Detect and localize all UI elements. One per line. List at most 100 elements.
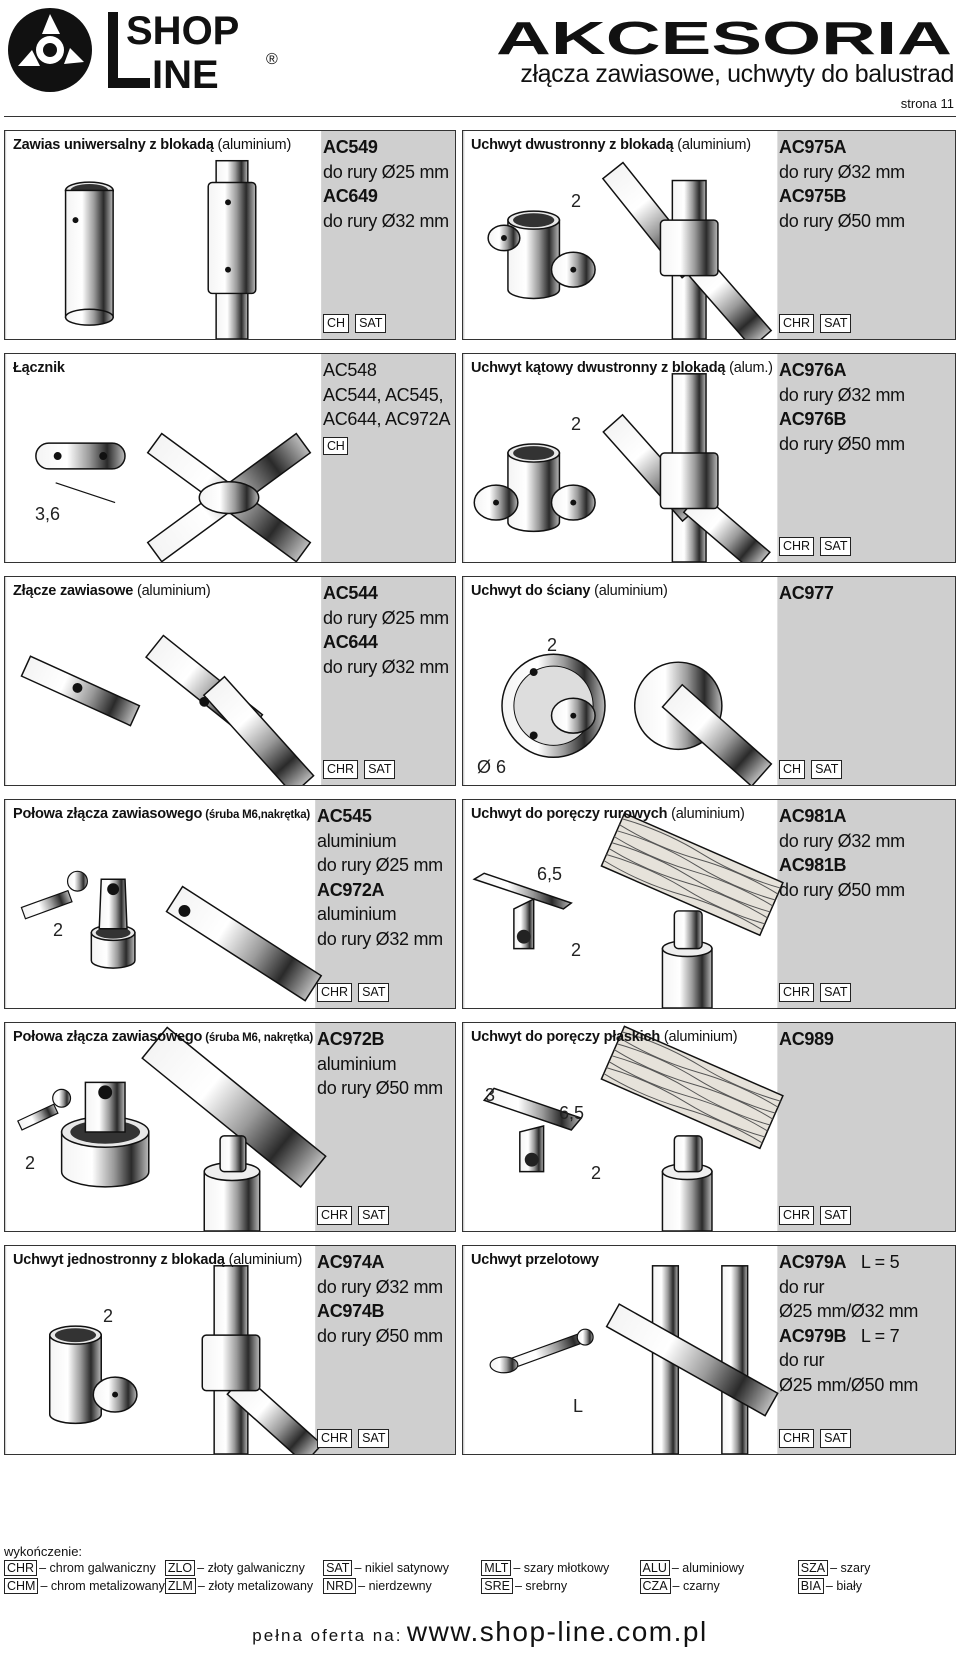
dimension-label: Ø 6 (477, 757, 507, 777)
product-code-line: AC649 (323, 186, 378, 206)
product-code-line: do rury Ø50 mm (779, 433, 905, 454)
panel-title-text: Uchwyt do poręczy rurowych (471, 806, 668, 822)
footer-url[interactable]: www.shop-line.com.pl (406, 1616, 708, 1647)
product-code-line: AC981A (779, 806, 847, 826)
dimension-label: 2 (571, 940, 582, 960)
product-code-line: do rur (779, 1276, 825, 1297)
product-code-line: Ø25 mm/Ø50 mm (779, 1374, 919, 1395)
dimension-label: 2 (53, 920, 64, 940)
product-code-line: do rury Ø32 mm (317, 1276, 443, 1297)
product-code-line: do rury Ø32 mm (323, 656, 449, 677)
panel-title-note: (śruba M6,nakrętka) (202, 809, 311, 821)
legend-code: NRD (323, 1578, 357, 1594)
legend-code: SZA (797, 1560, 829, 1576)
product-codes: AC977 (779, 581, 834, 606)
legend-title: wykończenie: (4, 1544, 83, 1559)
product-code-line: AC545 (317, 806, 372, 826)
product-code-line: Ø25 mm/Ø32 mm (779, 1301, 919, 1321)
finish-badge: SAT (820, 537, 852, 556)
panel-title-text: Uchwyt przelotowy (471, 1252, 599, 1268)
product-code-line: AC976B (779, 409, 847, 429)
panel-title-suffix: (aluminium) (213, 137, 292, 153)
finish-badge: CHR (779, 983, 815, 1002)
length-spec: L = 5 (856, 1252, 900, 1272)
product-illustration (6, 800, 323, 1008)
legend-label: – złoty metalizowany (197, 1579, 314, 1593)
product-panel-p7: Połowa złącza zawiasowego (śruba M6,nakr… (4, 799, 456, 1009)
product-code-line: aluminium (317, 830, 397, 851)
panel-title-text: Uchwyt do ściany (471, 583, 591, 599)
legend-code: CZA (639, 1578, 671, 1594)
product-code-line: AC975A (779, 137, 847, 157)
product-panel-p9: Połowa złącza zawiasowego (śruba M6, nak… (4, 1022, 456, 1232)
panel-title-text: Uchwyt kątowy dwustronny z blokadą (471, 360, 726, 376)
product-code-line: do rury Ø32 mm (317, 928, 443, 949)
finish-badge: CH (323, 314, 350, 333)
finish-badges: CHR SAT (779, 983, 852, 1002)
footer-prefix: pełna oferta na: (252, 1626, 403, 1645)
panel-title-suffix: (aluminium) (660, 1029, 738, 1045)
panel-title-text: Zawias uniwersalny z blokadą (13, 137, 214, 153)
finish-badge: CHR (323, 760, 359, 779)
legend-code: ZLM (164, 1578, 196, 1594)
product-illustration (6, 1023, 327, 1231)
product-codes: AC989 (779, 1027, 834, 1052)
panel-title-suffix: (aluminium) (667, 806, 745, 822)
finish-badge: SAT (820, 983, 852, 1002)
legend-item-sre: SRE– srebrny (481, 1578, 639, 1594)
dimension-label: 2 (591, 1163, 602, 1183)
product-code-line: AC974B (317, 1301, 385, 1321)
panel-title: Uchwyt do poręczy rurowych (aluminium) (471, 806, 745, 822)
product-code-line: AC549 (323, 137, 378, 157)
panel-title: Zawias uniwersalny z blokadą (aluminium) (13, 137, 291, 153)
legend-label: – srebrny (515, 1579, 568, 1593)
panel-title-suffix: (aluminium) (590, 583, 668, 599)
panel-title: Uchwyt kątowy dwustronny z blokadą (alum… (471, 360, 773, 376)
panel-title: Złącze zawiasowe (aluminium) (13, 583, 211, 599)
finish-badge: CHR (779, 314, 815, 333)
header-subtitle: złącza zawiasowe, uchwyty do balustrad (520, 60, 954, 88)
product-code-line: do rury Ø25 mm (317, 855, 443, 875)
legend-label: – szary (830, 1561, 871, 1575)
finish-badge: SAT (811, 760, 843, 779)
panel-title-text: Złącze zawiasowe (13, 583, 134, 599)
legend-code: ALU (639, 1560, 670, 1576)
product-code-line: AC977 (779, 583, 834, 603)
finish-badge: CHR (317, 1206, 353, 1225)
legend-item-sza: SZA– szary (797, 1560, 956, 1576)
legend-label: – nierdzewny (358, 1579, 432, 1593)
product-illustration (464, 577, 778, 785)
legend-code: BIA (797, 1578, 824, 1594)
legend-code: SRE (481, 1578, 513, 1594)
product-illustration (464, 354, 778, 562)
legend-label: – czarny (672, 1579, 720, 1593)
finish-badge: SAT (358, 1206, 390, 1225)
finish-badges: CHR SAT (317, 1206, 390, 1225)
length-spec: L = 7 (856, 1325, 900, 1346)
product-illustration (464, 1246, 779, 1454)
product-code-line: do rury Ø50 mm (779, 879, 905, 900)
panel-title-text: Uchwyt dwustronny z blokadą (471, 137, 674, 153)
legend-code: MLT (481, 1560, 512, 1576)
legend-code: ZLO (164, 1560, 196, 1576)
dimension-label: 2 (25, 1153, 36, 1173)
panel-title-suffix: (aluminium) (224, 1252, 303, 1268)
product-panel-p11: Uchwyt jednostronny z blokadą (aluminium… (4, 1245, 456, 1455)
product-code-line: AC972B (317, 1029, 385, 1049)
header-title: AKCESORIA (496, 14, 952, 60)
finish-badge: CHR (779, 537, 815, 556)
